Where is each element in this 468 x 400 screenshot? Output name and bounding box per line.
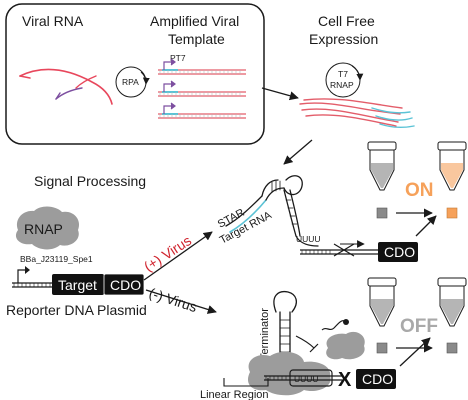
expression-to-processing-arrow	[283, 139, 313, 165]
template-tick-marks	[159, 70, 241, 118]
plasmid-dna	[12, 266, 52, 288]
rpa-cycle-arc	[140, 71, 150, 85]
expression-label: Expression	[309, 31, 378, 47]
target-label: Target	[58, 277, 97, 293]
reporter-plasmid-label: Reporter DNA Plasmid	[6, 302, 147, 318]
amplified-viral-label: Amplified Viral	[150, 13, 239, 29]
terminator-large-blob	[247, 351, 331, 396]
linear-region-label: Linear Region	[200, 389, 269, 400]
terminator-hairpin	[273, 290, 298, 361]
terminator-x-mark: X	[338, 369, 352, 391]
rnap-label: RNAP	[24, 221, 63, 237]
inhibit-marker	[295, 335, 319, 353]
top-panel-frame	[5, 3, 265, 145]
star-to-on-arrow	[415, 215, 437, 237]
terminator-cdo-label: CDO	[362, 371, 393, 387]
on-tube-before	[367, 141, 397, 191]
rnap-blob	[15, 206, 80, 250]
viral-rna-strands	[19, 68, 113, 105]
on-swatch-before	[376, 207, 388, 219]
target-block	[52, 274, 104, 295]
template-label: Template	[168, 31, 225, 47]
rpa-label: RPA	[122, 77, 139, 87]
off-tube-before	[367, 277, 397, 327]
expressed-rna-strands	[299, 98, 415, 129]
rnap-small-label: RNAP	[330, 80, 354, 90]
terminator-to-off-arrow	[399, 337, 431, 367]
promoter-label: PT7	[170, 53, 186, 63]
star-cdo-block	[378, 242, 418, 262]
star-uuuu-label: UUUU	[296, 234, 321, 244]
loop-end-dot	[343, 319, 349, 325]
off-tube-after	[437, 277, 467, 327]
plus-virus-label: (+) Virus	[141, 232, 194, 274]
terminator-label: Terminator	[259, 308, 271, 360]
on-label: ON	[405, 180, 434, 201]
on-tube-after	[437, 141, 467, 191]
cdo-block	[103, 273, 145, 296]
viral-rna-label: Viral RNA	[22, 13, 84, 29]
on-swatch-after	[446, 207, 458, 219]
terminator-uuuu-label: UUUU	[294, 374, 319, 384]
off-swatch-after	[446, 342, 458, 354]
cdo-label: CDO	[110, 277, 141, 293]
signal-processing-title: Signal Processing	[34, 173, 146, 189]
loop-strand	[321, 320, 347, 331]
t7-cycle-arc	[351, 65, 364, 81]
off-swatch-before	[376, 342, 388, 354]
minus-virus-label: (-) Virus	[147, 285, 199, 316]
terminator-rnap-blob	[326, 331, 365, 360]
off-label: OFF	[400, 316, 438, 337]
panel-to-expression-arrow	[261, 87, 299, 101]
cell-free-label: Cell Free	[318, 13, 375, 29]
terminator-dna-track	[264, 369, 342, 387]
terminator-cdo-block	[356, 369, 396, 389]
t7-label: T7	[338, 69, 348, 79]
plasmid-part-name: BBa_J23119_Spe1	[20, 254, 93, 264]
star-rna-complex	[225, 175, 319, 247]
amplified-template-strands	[158, 69, 246, 119]
star-dna-track	[300, 240, 380, 257]
minus-virus-arrow	[145, 289, 217, 314]
linear-region-bracket	[223, 378, 269, 387]
star-cdo-label: CDO	[384, 244, 415, 260]
promoter-arrows	[163, 58, 176, 114]
plus-virus-arrow	[143, 231, 213, 281]
